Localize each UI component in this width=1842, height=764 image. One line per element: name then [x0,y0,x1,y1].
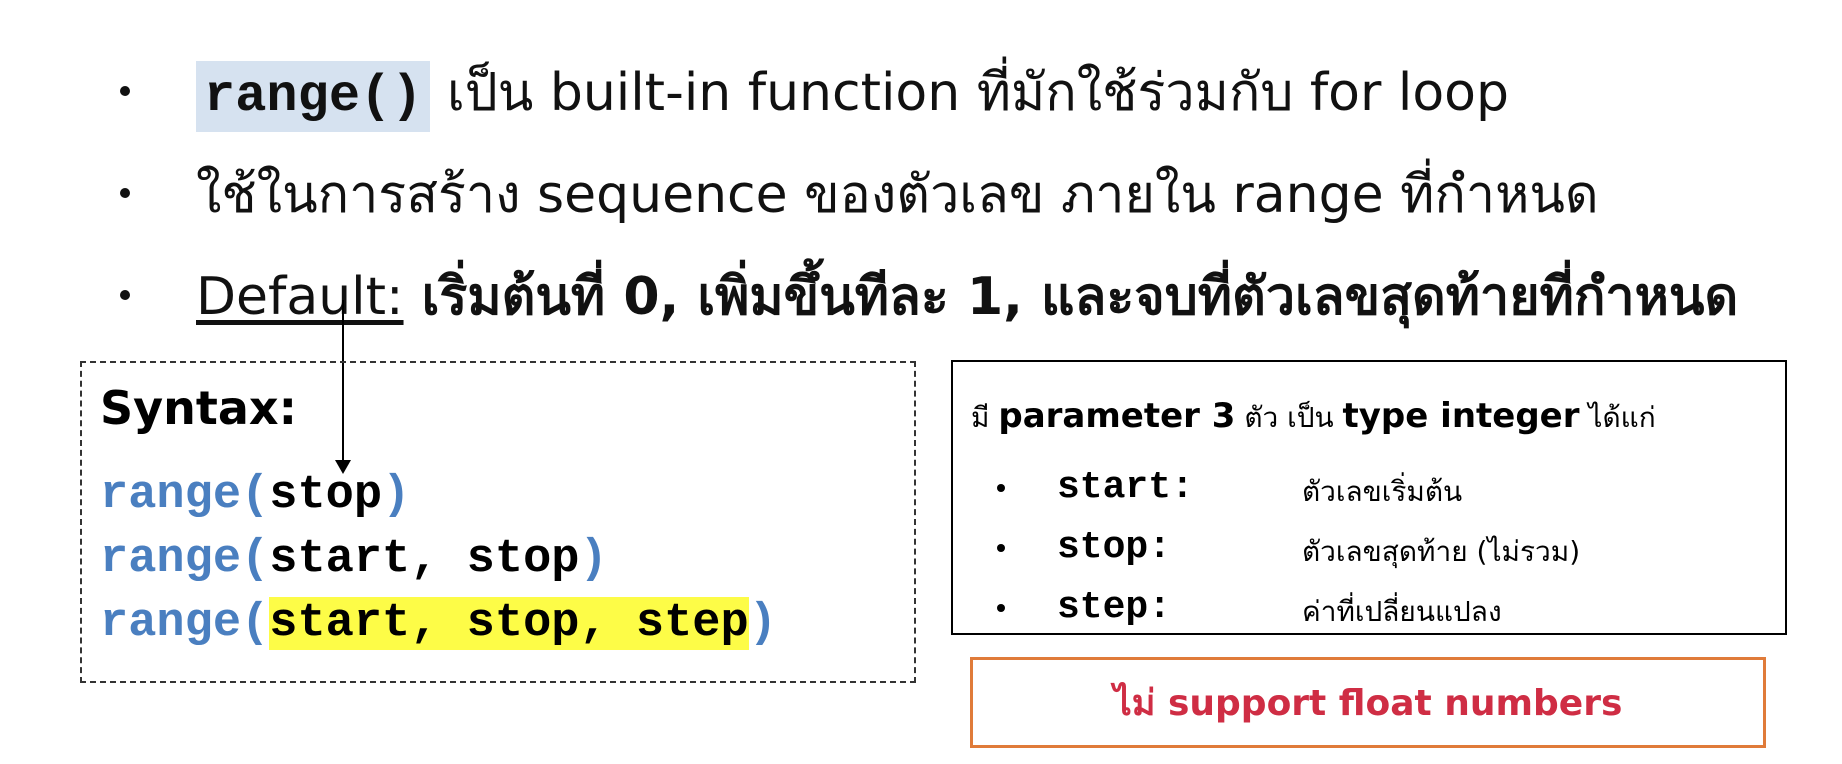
syntax-title: Syntax: [100,381,297,435]
code-fn: range( [100,597,270,650]
code-args: stop [269,469,383,522]
param-name: step: [1057,586,1172,629]
param-item-stop: stop: ตัวเลขสุดท้าย (ไม่รวม) [997,520,1757,572]
param-desc: ค่าที่เปลี่ยนแปลง [1302,595,1502,628]
default-label: Default: [196,266,404,327]
bullet-list: range() เป็น built-in function ที่มักใช้… [120,40,1820,346]
title-bold-2: type integer [1342,396,1580,436]
title-post: ได้แก่ [1579,401,1656,434]
bullet-sequence: ใช้ในการสร้าง sequence ของตัวเลข ภายใน r… [120,142,1820,244]
syntax-box: Syntax: range(stop) range(start, stop) r… [80,361,916,683]
range-code: range() [196,60,431,132]
code-close: ) [579,533,608,586]
float-warning-box: ไม่ support float numbers [970,657,1766,748]
bullet-text: range() เป็น built-in function ที่มักใช้… [196,50,1509,133]
bullet-dot-icon [997,604,1005,612]
syntax-line-2: range(start, stop) [100,533,608,586]
code-args: start, stop [269,533,580,586]
bullet-dot-icon [997,544,1005,552]
bullet-text: Default: เริ่มต้นที่ 0, เพิ่มขึ้นทีละ 1,… [196,254,1738,337]
param-desc: ตัวเลขเริ่มต้น [1302,475,1463,508]
title-bold-1: parameter 3 [998,396,1236,436]
parameter-title: มี parameter 3 ตัว เป็น type integer ได้… [971,396,1656,440]
arrow-head-icon [335,460,351,474]
param-item-start: start: ตัวเลขเริ่มต้น [997,460,1757,512]
code-fn: range( [100,469,270,522]
param-name: stop: [1057,526,1172,569]
bullet-range-definition: range() เป็น built-in function ที่มักใช้… [120,40,1820,142]
bullet-dot-icon [120,188,130,198]
code-args-highlighted: start, stop, step [269,597,749,650]
title-mid: ตัว เป็น [1235,401,1343,434]
arrow-line [342,300,344,462]
bullet-1-text: เป็น built-in function ที่มักใช้ร่วมกับ … [430,62,1509,123]
syntax-line-1: range(stop) [100,469,410,522]
bullet-dot-icon [997,484,1005,492]
parameter-box: มี parameter 3 ตัว เป็น type integer ได้… [951,360,1787,635]
bullet-3-text: เริ่มต้นที่ 0, เพิ่มขึ้นทีละ 1, และจบที่… [403,266,1739,327]
bullet-dot-icon [120,86,130,96]
param-name: start: [1057,466,1194,509]
title-pre: มี [971,401,999,434]
syntax-line-3: range(start, stop, step) [100,597,777,650]
bullet-default: Default: เริ่มต้นที่ 0, เพิ่มขึ้นทีละ 1,… [120,244,1820,346]
bullet-2-text: ใช้ในการสร้าง sequence ของตัวเลข ภายใน r… [196,164,1599,225]
float-warning-text: ไม่ support float numbers [1113,683,1623,724]
code-fn: range( [100,533,270,586]
code-close: ) [748,597,777,650]
param-item-step: step: ค่าที่เปลี่ยนแปลง [997,580,1757,632]
code-close: ) [382,469,411,522]
bullet-dot-icon [120,290,130,300]
param-desc: ตัวเลขสุดท้าย (ไม่รวม) [1302,535,1581,568]
